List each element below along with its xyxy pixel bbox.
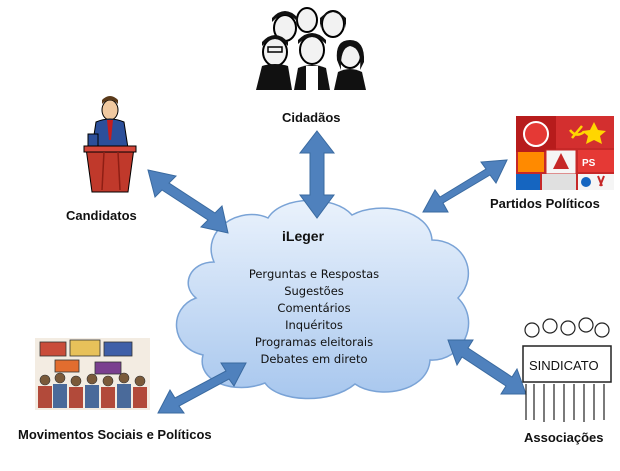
- arrow-associacoes: [447, 339, 527, 395]
- node-label-candidatos: Candidatos: [66, 208, 137, 223]
- hub-item-programas: Programas eleitorais: [254, 335, 374, 349]
- hub-item-debates: Debates em direto: [260, 352, 368, 366]
- svg-text:PS: PS: [582, 158, 596, 169]
- associations-illustration: [522, 317, 612, 422]
- citizens-illustration: [256, 7, 366, 90]
- arrow-cidadaos: [298, 130, 336, 219]
- hub-item-comentarios: Comentários: [277, 301, 351, 315]
- parties-illustration: PS: [516, 116, 614, 190]
- node-label-partidos: Partidos Políticos: [490, 196, 600, 211]
- sindicato-sign-text: SINDICATO: [529, 358, 599, 373]
- hub-feature-list: Perguntas e Respostas Sugestões Comentár…: [225, 266, 403, 368]
- hub-item-sugestoes: Sugestões: [284, 284, 344, 298]
- hub-item-perguntas: Perguntas e Respostas: [248, 267, 380, 281]
- arrow-movimentos: [157, 362, 247, 414]
- movements-illustration: [35, 338, 150, 410]
- hub-item-inqueritos: Inquéritos: [285, 318, 343, 332]
- hub-title: iLeger: [282, 228, 325, 244]
- node-label-cidadaos: Cidadãos: [282, 110, 341, 125]
- arrow-candidatos: [147, 169, 229, 234]
- node-label-associacoes: Associações: [524, 430, 604, 445]
- arrow-partidos: [422, 159, 508, 213]
- node-label-movimentos: Movimentos Sociais e Políticos: [18, 427, 212, 442]
- candidate-illustration: [83, 96, 137, 193]
